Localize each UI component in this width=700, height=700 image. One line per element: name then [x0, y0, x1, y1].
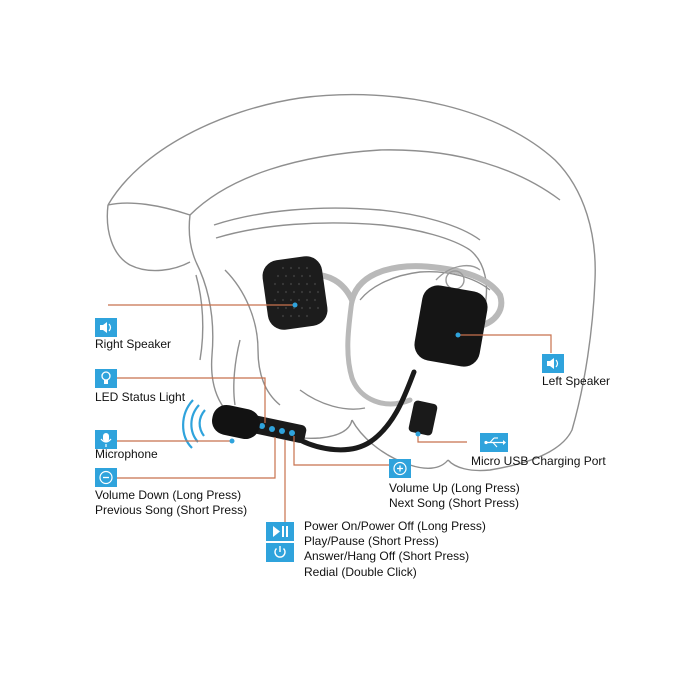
right-speaker: [262, 256, 328, 330]
cable-band-inner: [345, 297, 413, 407]
label-previous-song: Previous Song (Short Press): [95, 503, 248, 517]
speaker-grille-dot: [300, 306, 304, 310]
speaker-grille-dot: [284, 306, 288, 310]
cable-band: [297, 263, 505, 329]
microphone-device: [182, 399, 260, 449]
microphone-icon: [95, 430, 117, 449]
label-next-song: Next Song (Short Press): [389, 496, 520, 510]
minus-icon: [95, 468, 117, 487]
label-micro-usb: Micro USB Charging Port: [471, 454, 606, 468]
speaker-grille-dot: [289, 266, 293, 270]
lightbulb-icon: [95, 369, 117, 388]
speaker-grille-dot: [313, 298, 317, 302]
speaker-grille-dot: [289, 282, 293, 286]
plus-icon: [389, 459, 411, 478]
speaker-icon: [542, 354, 564, 373]
label-play-pause: Play/Pause (Short Press): [304, 534, 439, 548]
label-power: Power On/Power Off (Long Press): [304, 519, 486, 533]
speaker-grille-dot: [300, 274, 304, 278]
speaker-grille-dot: [300, 290, 304, 294]
speaker-grille-dot: [292, 290, 296, 294]
speaker-grille-dot: [289, 298, 293, 302]
callout-lines: [108, 304, 552, 522]
label-microphone: Microphone: [95, 447, 158, 461]
label-answer-hang: Answer/Hang Off (Short Press): [304, 549, 470, 563]
label-redial: Redial (Double Click): [304, 565, 417, 579]
speaker-grille-dot: [297, 298, 301, 302]
speaker-grille-dot: [308, 306, 312, 310]
speaker-grille-dot: [305, 314, 309, 318]
speaker-grille-dot: [284, 290, 288, 294]
speaker-grille-dot: [305, 282, 309, 286]
speaker-grille-dot: [308, 274, 312, 278]
label-left-speaker: Left Speaker: [542, 374, 611, 388]
power-icon: [266, 543, 294, 562]
speaker-icon: [95, 318, 117, 337]
speaker-grille-dot: [316, 306, 320, 310]
label-volume-down-long: Volume Down (Long Press): [95, 488, 242, 502]
speaker-grille-dot: [305, 298, 309, 302]
speaker-grille-dot: [281, 266, 285, 270]
speaker-grille-dot: [281, 298, 285, 302]
speaker-grille-dot: [276, 290, 280, 294]
label-led-status-light: LED Status Light: [95, 390, 186, 404]
speaker-grille-dot: [273, 298, 277, 302]
speaker-grille-dot: [276, 274, 280, 278]
usb-icon: [480, 433, 508, 452]
speaker-grille-dot: [305, 266, 309, 270]
speaker-grille-dot: [284, 274, 288, 278]
left-speaker: [414, 285, 488, 367]
speaker-grille-dot: [313, 282, 317, 286]
speaker-grille-dot: [276, 306, 280, 310]
speaker-grille-dot: [281, 282, 285, 286]
speaker-grille-dot: [297, 266, 301, 270]
label-volume-up-long: Volume Up (Long Press): [389, 481, 520, 495]
speaker-grille-dot: [297, 282, 301, 286]
helmet-ear-arc: [435, 264, 481, 281]
helmet-illustration: [106, 93, 596, 472]
label-right-speaker: Right Speaker: [95, 337, 172, 351]
speaker-grille-dot: [273, 282, 277, 286]
speaker-grille-dot: [281, 314, 285, 318]
speaker-grille-dot: [308, 290, 312, 294]
play-pause-icon: [266, 522, 294, 541]
speaker-grille-dot: [292, 274, 296, 278]
usb-module: [408, 400, 438, 436]
speaker-grille-dot: [316, 290, 320, 294]
speaker-grille-dot: [297, 314, 301, 318]
mic-cable: [297, 369, 417, 453]
speaker-grille-dot: [289, 314, 293, 318]
